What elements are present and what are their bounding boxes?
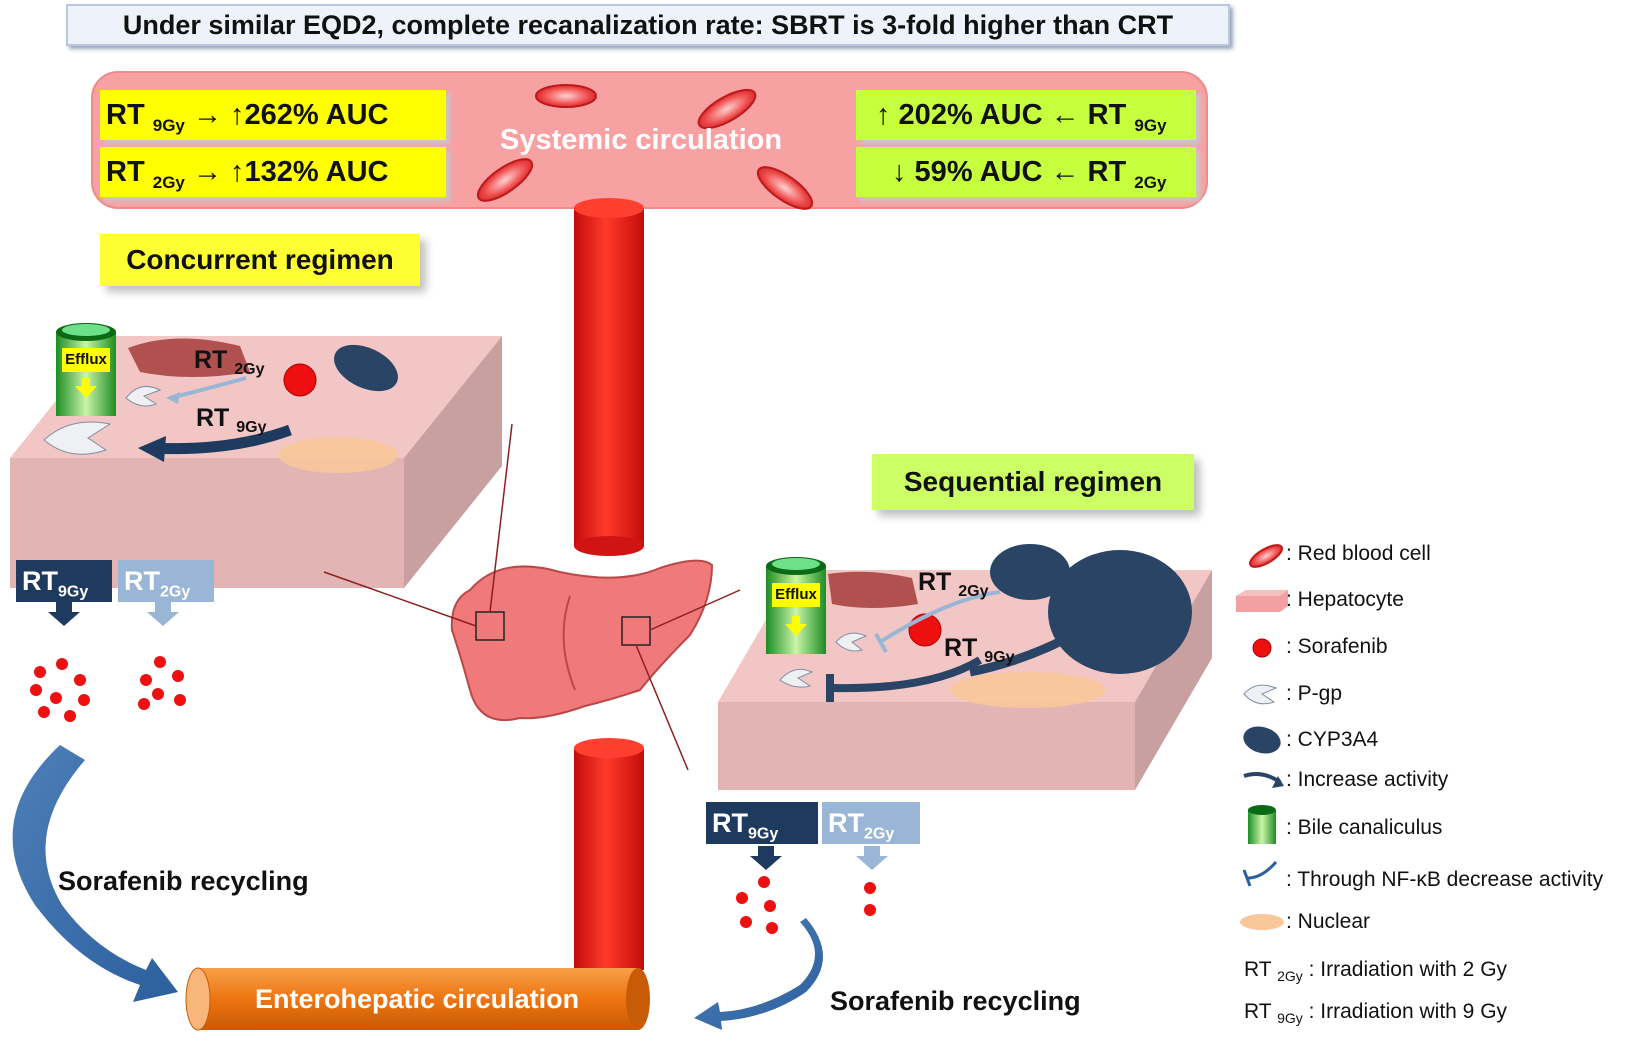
enterohepatic-label: Enterohepatic circulation <box>255 984 580 1014</box>
systemic-circulation-label: Systemic circulation <box>500 124 783 156</box>
sequential-rt2-label: RT 2Gy <box>918 568 989 600</box>
concurrent-chip-rt9: RT9Gy <box>16 560 112 602</box>
legend-nuclear: : Nuclear <box>1286 910 1371 933</box>
sequential-chip-rt9: RT9Gy <box>706 802 818 844</box>
enterohepatic-cylinder <box>185 967 650 1031</box>
concurrent-recycling-arrow <box>12 745 178 1002</box>
concurrent-cell-contents <box>43 323 398 462</box>
pk-box-left-1: RT 9Gy → ↑262% AUC <box>100 90 446 140</box>
sequential-regimen-label: Sequential regimen <box>872 454 1194 510</box>
sequential-rt9-label: RT 9Gy <box>944 634 1015 666</box>
pk-box-right-1: ↑ 202% AUC ← RT 9Gy <box>856 90 1196 140</box>
concurrent-rt9-label: RT 9Gy <box>196 404 267 436</box>
pk-box-right-2: ↓ 59% AUC ← RT 2Gy <box>856 147 1196 197</box>
legend-nf-kb: : Through NF-κB decrease activity <box>1286 868 1604 891</box>
blood-vessel-upper <box>574 198 644 556</box>
red-blood-cells <box>476 84 814 210</box>
liver <box>323 423 741 771</box>
legend-icons <box>1236 544 1288 930</box>
concurrent-chip-rt2: RT2Gy <box>118 560 214 602</box>
legend-cyp3a4: : CYP3A4 <box>1286 728 1379 751</box>
pk-box-left-2: RT 2Gy → ↑132% AUC <box>100 147 446 197</box>
sequential-recycling-label: Sorafenib recycling <box>830 986 1081 1016</box>
sequential-cell-contents <box>766 544 1192 702</box>
legend-rt9: RT 9Gy : Irradiation with 9 Gy <box>1244 1000 1508 1027</box>
concurrent-recycling-label: Sorafenib recycling <box>58 866 309 896</box>
legend-rt2: RT 2Gy : Irradiation with 2 Gy <box>1244 958 1508 985</box>
sequential-efflux-label: Efflux <box>772 583 820 607</box>
concurrent-efflux-label: Efflux <box>62 348 110 372</box>
concurrent-sorafenib-dots <box>30 656 186 722</box>
sequential-chip-rt2: RT2Gy <box>822 802 920 844</box>
legend-p-gp: : P-gp <box>1286 682 1343 705</box>
sequential-chip-arrows <box>750 846 888 870</box>
concurrent-regimen-label: Concurrent regimen <box>100 234 420 286</box>
sequential-sorafenib-dots <box>736 876 876 934</box>
legend-bile-canaliculus: : Bile canaliculus <box>1286 816 1443 839</box>
blood-vessel-lower <box>574 738 644 970</box>
figure-title: Under similar EQD2, complete recanalizat… <box>66 4 1230 46</box>
legend-sorafenib: : Sorafenib <box>1286 635 1388 658</box>
concurrent-rt2-label: RT 2Gy <box>194 346 265 378</box>
concurrent-chip-arrows <box>48 602 179 626</box>
legend-hepatocyte: : Hepatocyte <box>1286 588 1404 611</box>
legend-increase-activity: : Increase activity <box>1286 768 1449 791</box>
sequential-recycling-arrow <box>694 918 823 1030</box>
legend-red-blood-cell: : Red blood cell <box>1286 542 1431 565</box>
